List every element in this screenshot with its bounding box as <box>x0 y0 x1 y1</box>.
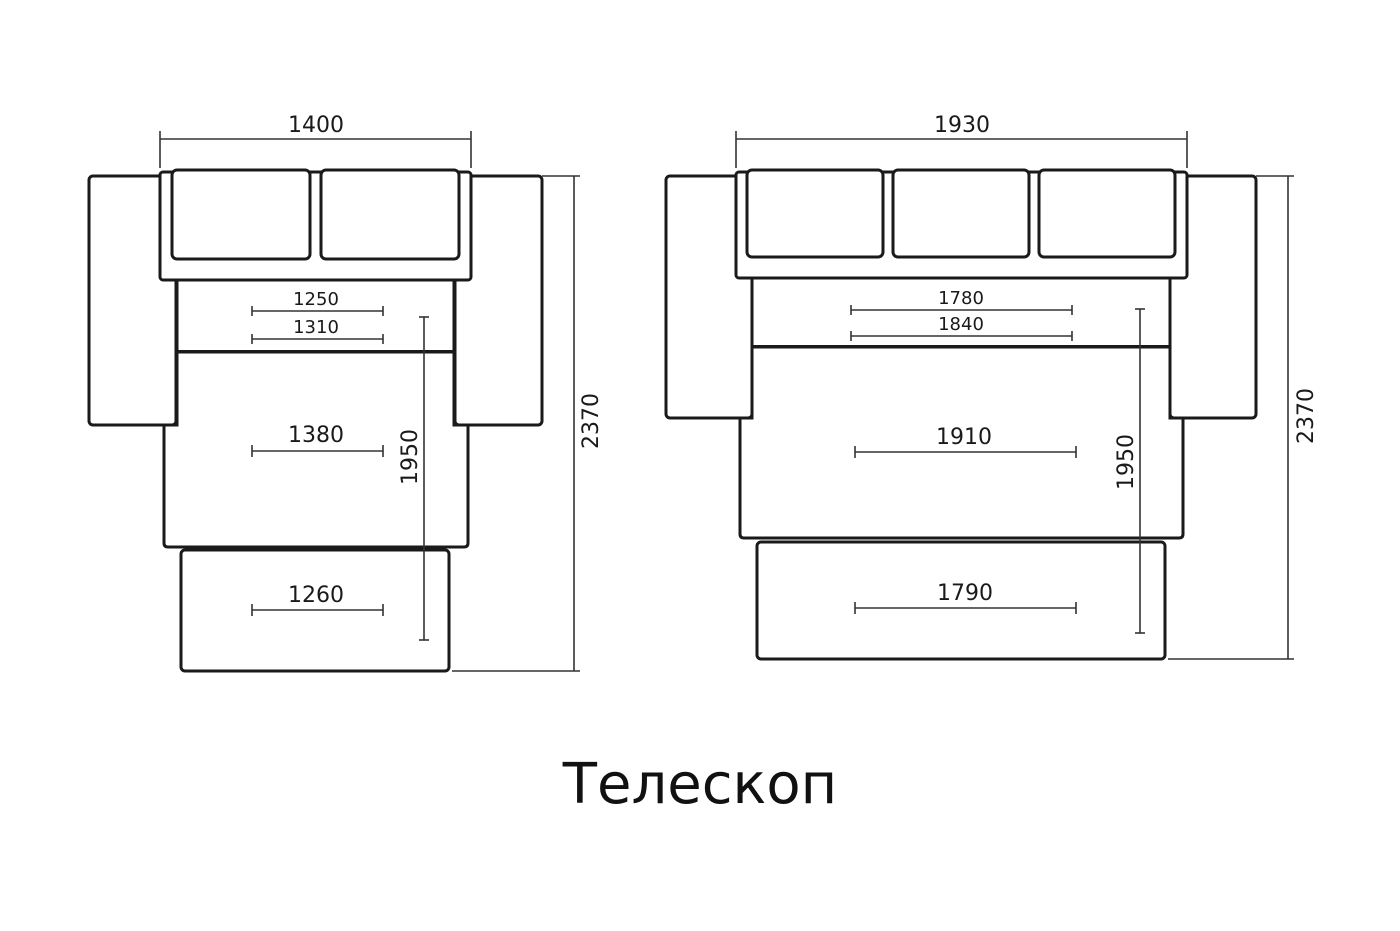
overall-width-label: 1930 <box>934 113 990 138</box>
overall-width-label: 1400 <box>288 113 344 138</box>
main-width-label: 1910 <box>936 425 992 450</box>
back-cushion-1 <box>170 168 312 261</box>
three-seat-sofa-drawing: 1930 1780 1840 1910 <box>664 113 1319 661</box>
ottoman-width-label: 1260 <box>288 583 344 608</box>
inner-width-1-label: 1780 <box>938 288 984 309</box>
main-sleeping-section <box>738 345 1185 540</box>
inner-width-2-label: 1310 <box>293 317 339 338</box>
model-name-caption: Телескоп <box>562 752 838 817</box>
pull-out-ottoman <box>755 540 1167 661</box>
sleep-length-label: 1950 <box>398 429 423 485</box>
overall-length-label: 2370 <box>1294 388 1319 444</box>
main-sleeping-section <box>162 350 470 549</box>
two-seat-sofa-drawing: 1400 1250 1310 1380 1260 <box>87 113 604 673</box>
main-width-label: 1380 <box>288 423 344 448</box>
ottoman-width-label: 1790 <box>937 581 993 606</box>
back-cushion-3 <box>1037 168 1177 259</box>
overall-length-label: 2370 <box>579 393 604 449</box>
inner-width-2-label: 1840 <box>938 314 984 335</box>
back-cushion-2 <box>319 168 461 261</box>
back-cushion-1 <box>745 168 885 259</box>
inner-width-1-label: 1250 <box>293 289 339 310</box>
back-cushion-2 <box>891 168 1031 259</box>
sleep-length-label: 1950 <box>1114 434 1139 490</box>
seat-upper-section <box>175 278 456 354</box>
